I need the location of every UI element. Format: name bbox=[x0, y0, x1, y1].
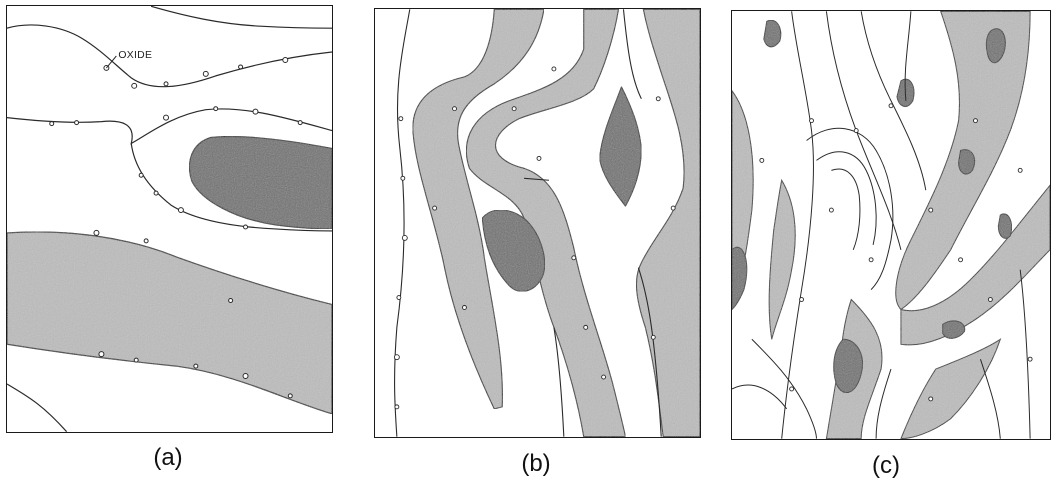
microstructure-a: OXIDE bbox=[7, 6, 332, 432]
dark-grain-region bbox=[189, 136, 332, 229]
light-grain-region bbox=[636, 9, 700, 436]
caption-b: (b) bbox=[496, 450, 576, 478]
caption-c: (c) bbox=[846, 452, 926, 480]
light-grain-region bbox=[7, 232, 332, 414]
caption-a: (a) bbox=[128, 444, 208, 472]
dark-grain-region bbox=[600, 87, 642, 206]
panel-a: OXIDE bbox=[6, 5, 333, 433]
oxide-label: OXIDE bbox=[118, 50, 152, 61]
panel-c bbox=[731, 10, 1051, 440]
microstructure-b bbox=[375, 9, 700, 437]
microstructure-c bbox=[732, 11, 1050, 439]
panel-b bbox=[374, 8, 701, 438]
